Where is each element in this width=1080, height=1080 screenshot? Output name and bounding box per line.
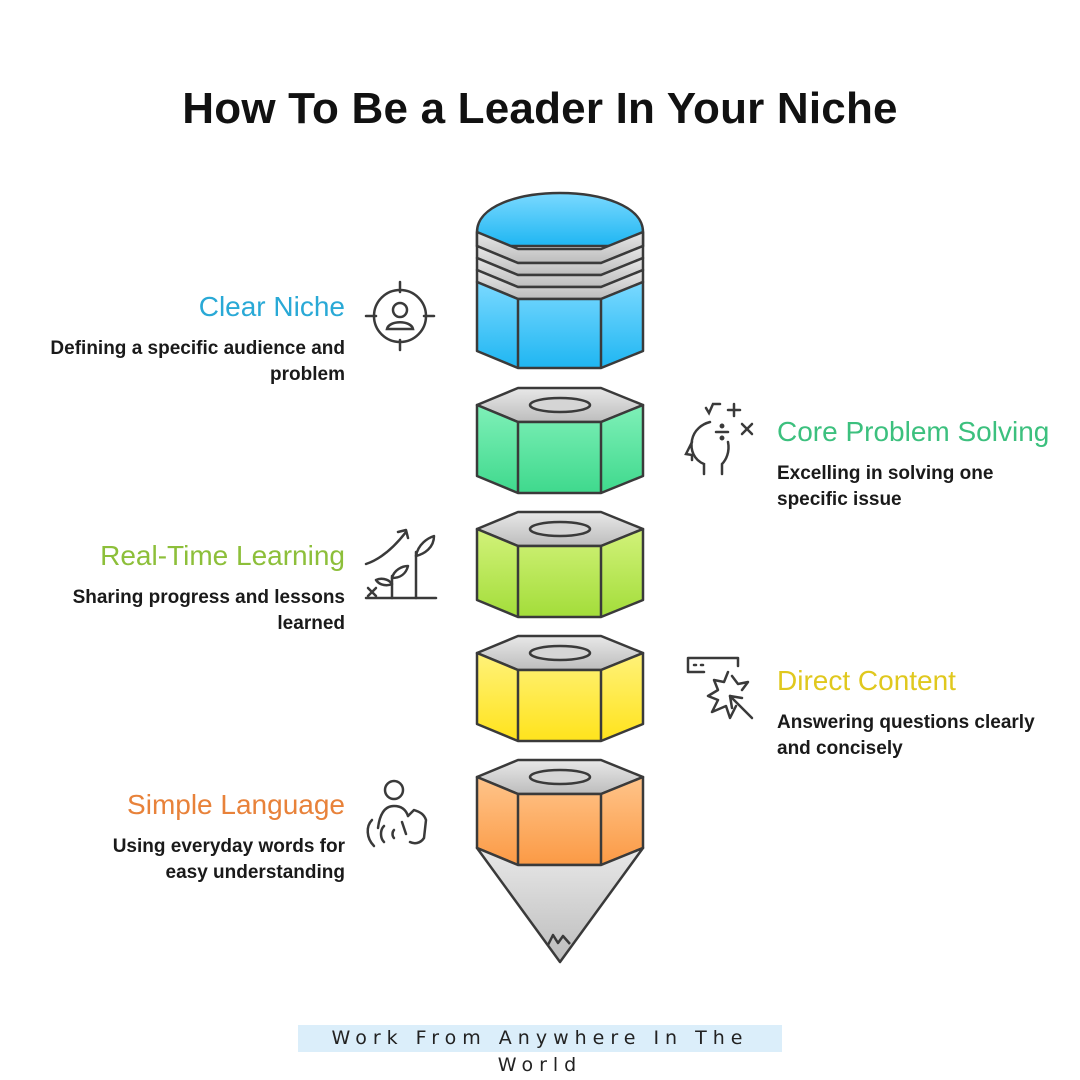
click-message-icon [684, 652, 760, 728]
pencil-stack-diagram [475, 191, 645, 964]
target-person-icon [362, 278, 438, 354]
page-title: How To Be a Leader In Your Niche [182, 84, 898, 133]
item-description: Defining a specific audience and problem [50, 338, 345, 385]
item-heading: Core Problem Solving [777, 416, 1050, 447]
item-direct-content: Direct Content Answering questions clear… [777, 664, 1077, 762]
item-core-problem-solving: Core Problem Solving Excelling in solvin… [777, 415, 1077, 513]
person-voice-icon [362, 776, 438, 852]
item-real-time-learning: Real-Time Learning Sharing progress and … [0, 539, 345, 637]
item-simple-language: Simple Language Using everyday words for… [0, 788, 345, 886]
item-clear-niche: Clear Niche Defining a specific audience… [0, 290, 345, 388]
item-heading: Direct Content [777, 665, 956, 696]
item-description: Answering questions clearly and concisel… [777, 712, 1035, 759]
head-math-icon [680, 400, 756, 476]
item-description: Using everyday words for easy understand… [112, 836, 345, 883]
footer-banner: Work From Anywhere In The World [298, 1025, 782, 1076]
item-description: Excelling in solving one specific issue [777, 463, 994, 510]
growing-plant-icon [362, 526, 438, 602]
pencil-tip [475, 846, 645, 964]
item-heading: Simple Language [127, 789, 345, 820]
item-heading: Clear Niche [198, 291, 345, 322]
pencil-lead-crack [546, 933, 571, 946]
eraser-cap [475, 191, 645, 248]
item-heading: Real-Time Learning [100, 540, 345, 571]
item-description: Sharing progress and lessons learned [72, 587, 345, 634]
